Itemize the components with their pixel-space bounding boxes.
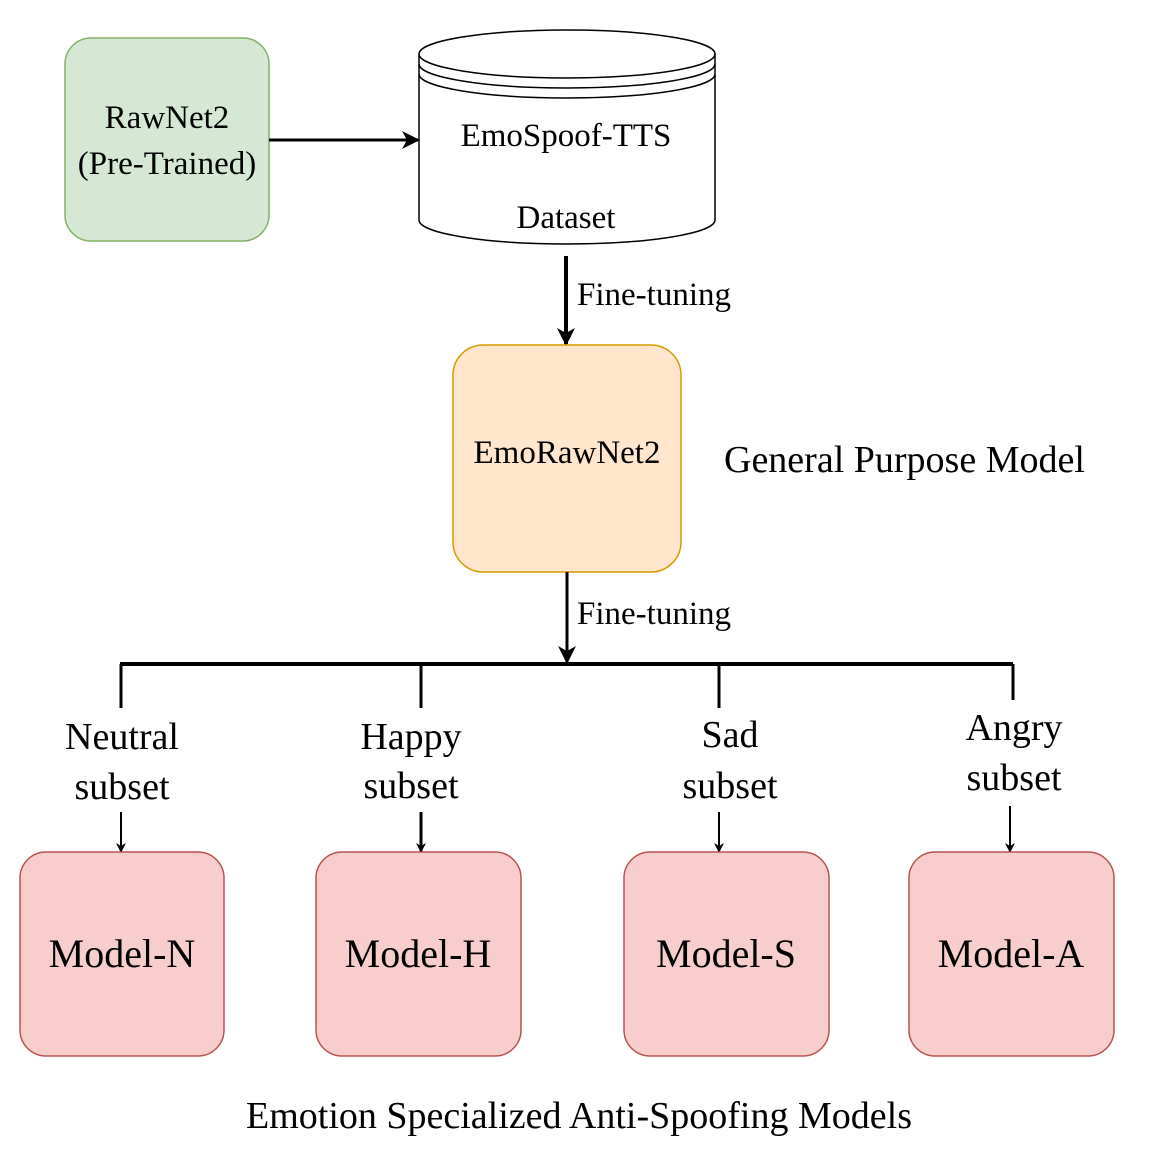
dataset-cylinder-ring-1 [418,53,716,79]
model-h-node: Model-H [315,851,522,1057]
general-purpose-annotation: General Purpose Model [724,439,1085,481]
model-a-node: Model-A [908,851,1115,1057]
model-h-box [315,851,522,1057]
model-s-box [623,851,830,1057]
model-a-label: Model-A [938,931,1085,976]
subset-sad-sublabel: subset [683,765,778,807]
subset-sad-label: Sad [702,714,759,756]
subset-angry-label: Angry [965,707,1062,749]
model-n-box [19,851,225,1057]
model-n-node: Model-N [19,851,225,1057]
subset-happy-sublabel: subset [364,765,459,807]
dataset-cylinder-ring-2 [418,63,716,89]
finetune-label-2: Fine-tuning [577,596,731,632]
emorawnet2-label: EmoRawNet2 [474,435,661,471]
rawnet2-node: RawNet2 (Pre-Trained) [64,37,270,242]
rawnet2-box [64,37,270,242]
model-a-box [908,851,1115,1057]
rawnet2-label: RawNet2 [105,100,230,136]
subset-neutral-sublabel: subset [75,766,170,808]
finetune-label-1: Fine-tuning [577,277,731,313]
rawnet2-sublabel: (Pre-Trained) [78,146,256,182]
subset-angry-sublabel: subset [967,757,1062,799]
dataset-label: EmoSpoof-TTS [461,118,672,154]
specialized-models-caption: Emotion Specialized Anti-Spoofing Models [246,1095,912,1137]
dataset-sublabel: Dataset [517,200,616,236]
subset-neutral-label: Neutral [65,716,179,758]
model-n-label: Model-N [49,931,196,976]
dataset-cylinder [418,29,716,245]
emorawnet2-node: EmoRawNet2 [452,344,682,573]
subset-happy-label: Happy [360,716,461,758]
model-s-label: Model-S [656,931,796,976]
model-h-label: Model-H [345,931,492,976]
dataset-node: EmoSpoof-TTS Dataset [418,29,716,245]
dataset-cylinder-ring-3 [418,73,716,99]
model-s-node: Model-S [623,851,830,1057]
